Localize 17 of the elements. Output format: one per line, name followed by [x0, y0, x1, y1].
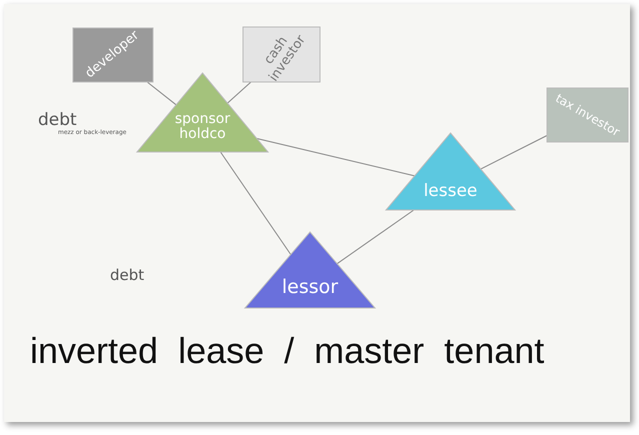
- triangle-node: [245, 232, 375, 308]
- connector-line: [256, 138, 416, 176]
- connector-line: [336, 210, 414, 264]
- connector-line: [146, 82, 177, 106]
- connector-line: [480, 135, 548, 170]
- node-label: lessee: [424, 182, 478, 200]
- node-label: sponsor holdco: [174, 112, 232, 142]
- triangle-node: [386, 133, 515, 210]
- entity-box: [243, 27, 320, 82]
- entity-box: [73, 28, 153, 82]
- node-label: lessor: [282, 278, 338, 298]
- connector-line: [227, 82, 252, 104]
- triangle-node: [137, 73, 268, 152]
- caption: inverted lease / master tenant: [30, 330, 544, 372]
- note-text: debt: [38, 110, 77, 130]
- connector-line: [220, 152, 292, 256]
- note-text: debt: [110, 266, 144, 284]
